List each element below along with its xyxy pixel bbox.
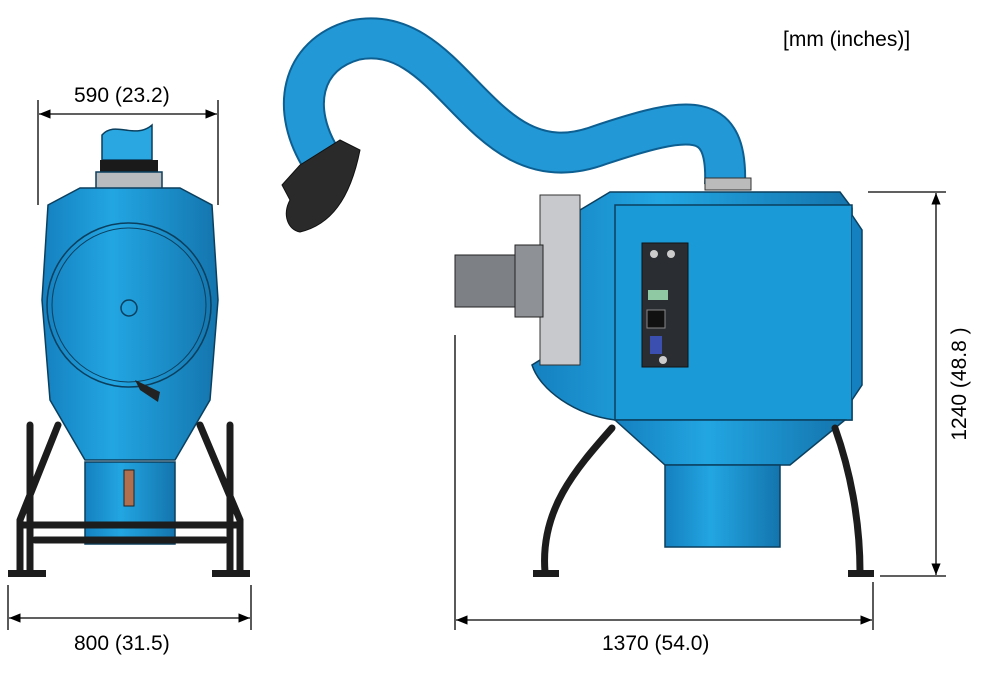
hose-collar [704, 177, 752, 191]
hopper-cone [613, 419, 848, 466]
control-panel [641, 242, 689, 368]
filter-door [46, 222, 212, 388]
indicator-light-icon [650, 250, 658, 258]
status-led [659, 356, 667, 364]
motor-flange [514, 244, 544, 318]
door-latch [135, 380, 160, 402]
hose-stub [101, 123, 153, 161]
side-view-machine [281, 17, 874, 577]
dimension-lines [7, 100, 946, 630]
support-frame [16, 421, 244, 576]
motor [454, 254, 516, 308]
support-legs [541, 424, 864, 576]
extraction-arm-hose [284, 19, 745, 186]
height-label: 1240 (48.8 ) [948, 327, 971, 441]
display-screen [648, 290, 668, 300]
reset-indicator-icon [667, 250, 675, 258]
hose-clamp [100, 160, 158, 172]
units-label: [mm (inches)] [783, 28, 911, 51]
foot-left [533, 570, 559, 577]
foot-right [212, 570, 250, 577]
foot-right [848, 570, 874, 577]
key-switch [650, 336, 662, 354]
fan-housing [539, 194, 581, 366]
top-width-label: 590 (23.2) [74, 84, 170, 107]
collection-bin [664, 464, 781, 548]
door-knob [120, 299, 138, 317]
bin-clamp [123, 469, 135, 507]
side-length-label: 1370 (54.0) [602, 632, 710, 655]
foot-left [8, 570, 46, 577]
extraction-hood [281, 139, 361, 233]
front-width-label: 800 (31.5) [74, 632, 170, 655]
main-switch [646, 309, 666, 329]
front-view-machine [8, 123, 250, 577]
hopper-body [41, 187, 219, 461]
